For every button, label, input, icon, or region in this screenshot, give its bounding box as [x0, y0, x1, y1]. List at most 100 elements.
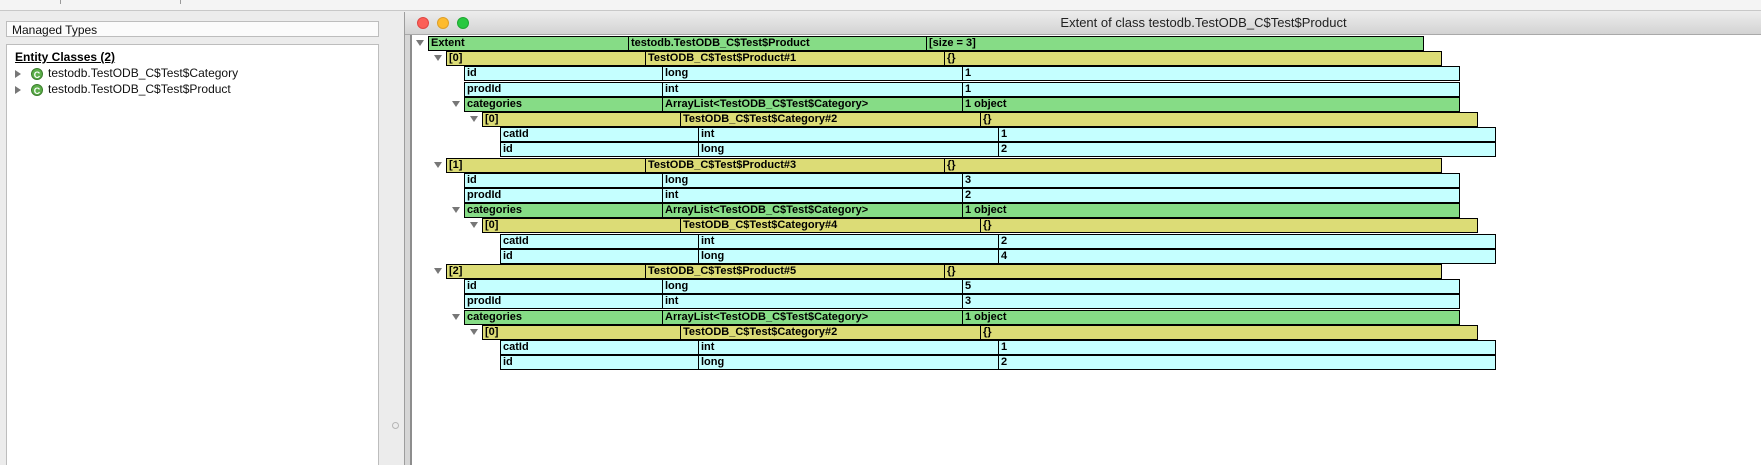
name-cell: catId: [500, 127, 699, 143]
value-cell: {}: [944, 157, 1442, 173]
window-titlebar[interactable]: Extent of class testodb.TestODB_C$Test$P…: [405, 12, 1761, 35]
divider-grip-icon[interactable]: [392, 422, 399, 429]
type-cell: int: [662, 294, 963, 310]
collapse-triangle-icon[interactable]: [416, 40, 424, 46]
type-cell: int: [662, 188, 963, 203]
value-cell: 2: [962, 188, 1460, 203]
collapse-triangle-icon[interactable]: [452, 207, 460, 214]
class-icon: C: [31, 83, 43, 96]
name-cell: [2]: [446, 264, 646, 279]
panel-header: Managed Types: [6, 21, 379, 37]
element-row[interactable]: [0]TestODB_C$Test$Category#2{}: [412, 112, 1761, 127]
value-cell: 2: [998, 355, 1496, 371]
type-cell: int: [662, 81, 963, 97]
value-cell: 4: [998, 248, 1496, 264]
type-cell: TestODB_C$Test$Category#2: [680, 112, 981, 127]
collapse-triangle-icon[interactable]: [434, 161, 442, 168]
type-cell: testodb.TestODB_C$Test$Product: [628, 36, 927, 51]
object-row[interactable]: [2]TestODB_C$Test$Product#5{}: [412, 264, 1761, 279]
split-divider[interactable]: [386, 12, 404, 465]
value-cell: [size = 3]: [926, 36, 1424, 51]
type-cell: int: [698, 233, 999, 249]
element-row[interactable]: [0]TestODB_C$Test$Category#4{}: [412, 218, 1761, 234]
expand-arrow-icon[interactable]: [15, 85, 21, 94]
type-cell: TestODB_C$Test$Product#3: [645, 157, 945, 173]
name-cell: categories: [464, 96, 663, 112]
extent-window: Extent of class testodb.TestODB_C$Test$P…: [404, 12, 1761, 465]
maximize-window-button[interactable]: [457, 17, 469, 29]
value-cell: 1: [998, 127, 1496, 143]
collapse-triangle-icon[interactable]: [470, 328, 478, 335]
type-cell: int: [698, 340, 999, 355]
tree-title[interactable]: Entity Classes (2): [15, 50, 116, 64]
type-cell: long: [662, 172, 963, 188]
name-cell: id: [500, 248, 699, 264]
name-cell: catId: [500, 233, 699, 249]
name-cell: id: [464, 279, 663, 295]
type-cell: TestODB_C$Test$Product#1: [645, 51, 945, 67]
element-row[interactable]: [0]TestODB_C$Test$Category#2{}: [412, 324, 1761, 340]
name-cell: categories: [464, 309, 663, 325]
collapse-triangle-icon[interactable]: [434, 268, 442, 274]
name-cell: [1]: [446, 157, 646, 173]
type-cell: ArrayList<TestODB_C$Test$Category>: [662, 309, 963, 325]
type-cell: ArrayList<TestODB_C$Test$Category>: [662, 96, 963, 112]
type-cell: long: [662, 66, 963, 82]
expand-arrow-icon[interactable]: [15, 69, 21, 78]
name-cell: Extent: [428, 36, 629, 51]
type-cell: TestODB_C$Test$Category#2: [680, 324, 981, 340]
name-cell: catId: [500, 340, 699, 355]
name-cell: prodId: [464, 188, 663, 203]
object-row[interactable]: [0]TestODB_C$Test$Product#1{}: [412, 51, 1761, 67]
type-cell: long: [662, 279, 963, 295]
value-cell: 1: [962, 81, 1460, 97]
window-title: Extent of class testodb.TestODB_C$Test$P…: [1060, 15, 1347, 30]
value-cell: {}: [944, 264, 1442, 279]
name-cell: id: [500, 142, 699, 158]
name-cell: prodId: [464, 294, 663, 310]
name-cell: categories: [464, 203, 663, 219]
collapse-triangle-icon[interactable]: [434, 55, 442, 62]
collapse-triangle-icon[interactable]: [452, 313, 460, 320]
value-cell: 1 object: [962, 96, 1460, 112]
name-cell: [0]: [482, 324, 681, 340]
value-cell: {}: [980, 112, 1478, 127]
name-cell: [0]: [446, 51, 646, 67]
collapse-triangle-icon[interactable]: [470, 116, 478, 122]
value-cell: 5: [962, 279, 1460, 295]
collapse-triangle-icon[interactable]: [452, 100, 460, 107]
object-row[interactable]: [1]TestODB_C$Test$Product#3{}: [412, 157, 1761, 173]
value-cell: 1 object: [962, 309, 1460, 325]
value-cell: 3: [962, 172, 1460, 188]
name-cell: id: [464, 66, 663, 82]
value-cell: 2: [998, 142, 1496, 158]
close-window-button[interactable]: [417, 17, 429, 29]
strip-divider: [180, 0, 181, 4]
strip-divider: [60, 0, 61, 4]
type-cell: ArrayList<TestODB_C$Test$Category>: [662, 203, 963, 219]
tree-item-label: testodb.TestODB_C$Test$Product: [48, 82, 231, 96]
collapse-triangle-icon[interactable]: [470, 222, 478, 229]
minimize-window-button[interactable]: [437, 17, 449, 29]
value-cell: 3: [962, 294, 1460, 310]
